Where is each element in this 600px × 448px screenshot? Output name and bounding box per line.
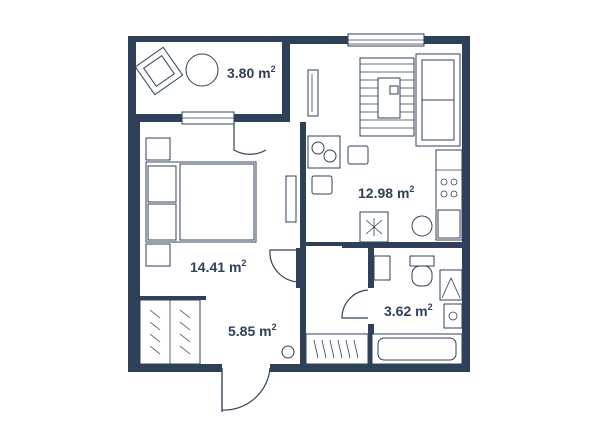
washer-icon <box>439 269 463 301</box>
bed-icon <box>145 161 257 243</box>
area-label-bathroom: 3.62 m2 <box>384 302 433 319</box>
nightstand-icon <box>145 137 171 161</box>
rug-icon <box>359 57 415 137</box>
bathtub-icon <box>371 333 463 365</box>
bathroom-shelf-icon <box>373 255 391 281</box>
sofa-icon <box>415 53 461 147</box>
area-label-bedroom: 14.41 m2 <box>190 258 246 275</box>
area-label-kitchen: 12.98 m2 <box>358 184 414 201</box>
hall-light-icon <box>281 345 295 359</box>
walls <box>128 36 470 372</box>
sink-icon <box>443 303 463 329</box>
balcony-table-icon <box>185 53 219 87</box>
dining-set-icon <box>307 135 369 195</box>
windows <box>181 33 425 125</box>
area-label-balcony: 3.80 m2 <box>227 64 276 81</box>
shoe-rack-icon <box>305 333 369 365</box>
tv-icon <box>285 175 297 223</box>
tv-stand-icon <box>307 69 319 117</box>
doors <box>221 122 369 412</box>
toilet-icon <box>409 255 435 287</box>
wardrobe-icon <box>139 299 201 365</box>
nightstand-icon <box>145 243 171 267</box>
area-label-hallway: 5.85 m2 <box>228 322 277 339</box>
balcony-chair-icon <box>134 46 184 96</box>
kitchen-counter-icon <box>359 149 463 243</box>
